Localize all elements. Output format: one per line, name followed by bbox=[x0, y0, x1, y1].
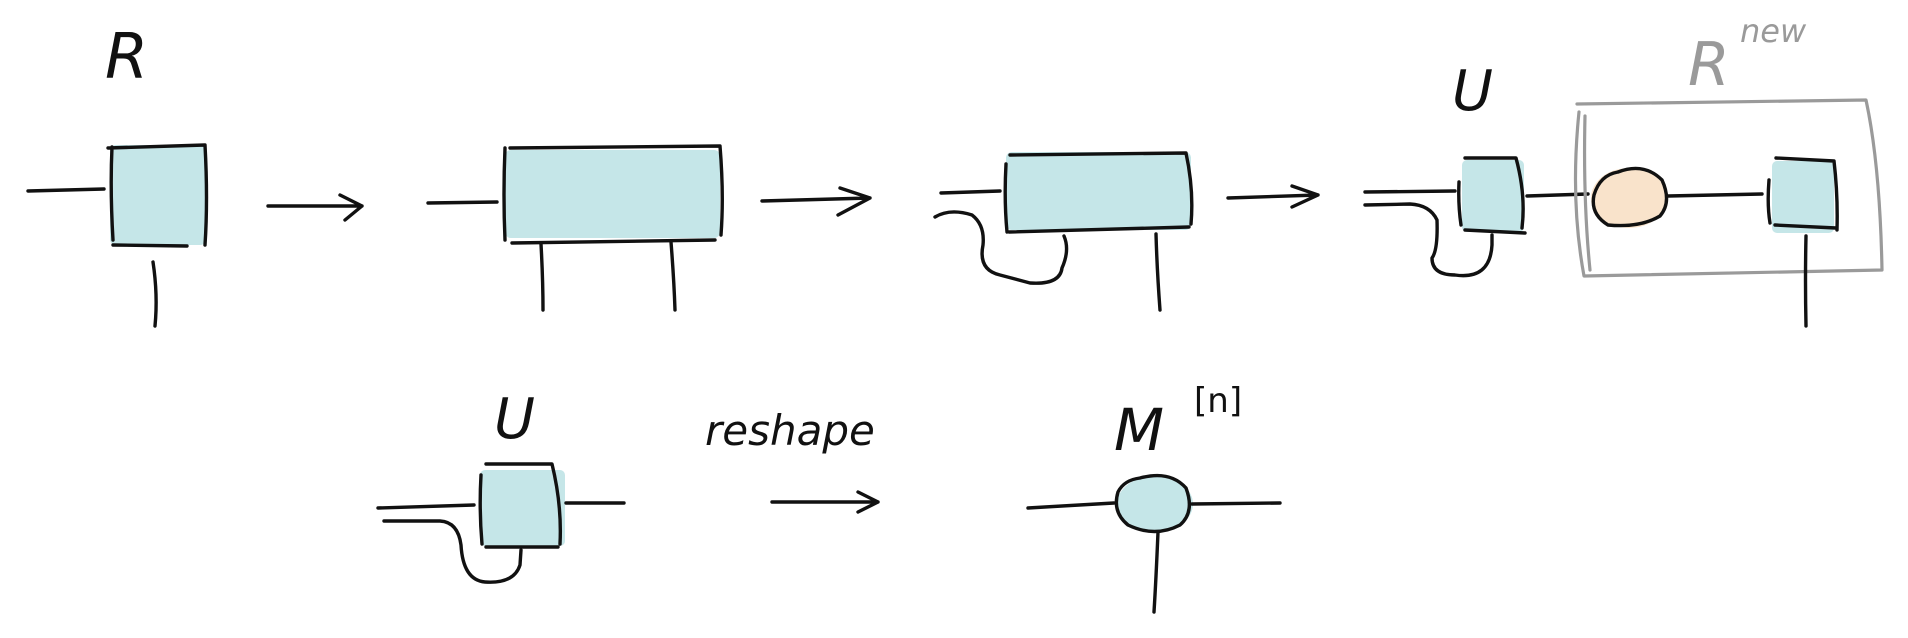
group-r-new-box-inner bbox=[1582, 114, 1592, 272]
singular-values-node bbox=[1591, 168, 1667, 228]
group-r-new-box bbox=[1573, 98, 1884, 278]
tensor-loop bbox=[1006, 152, 1191, 230]
tensor-wide-bottom-leg-1 bbox=[539, 242, 545, 312]
tensor-u-bottom bbox=[480, 470, 565, 546]
tensor-wide-bottom-leg-2 bbox=[669, 240, 677, 312]
label-reshape: reshape bbox=[705, 406, 875, 455]
tensor-r-outline bbox=[106, 143, 209, 248]
label-u-bottom: U bbox=[494, 387, 535, 452]
arrow-3 bbox=[1226, 184, 1320, 209]
tensor-v-outline bbox=[1766, 156, 1839, 232]
tensor-u-bottom-left-leg-2 bbox=[382, 519, 523, 584]
tensor-v bbox=[1772, 161, 1834, 233]
stage-u-rnew: U R new bbox=[1363, 12, 1884, 328]
tensor-wide bbox=[505, 150, 720, 238]
arrow-1 bbox=[266, 193, 364, 222]
label-r-new-base: R bbox=[1688, 30, 1730, 100]
singular-to-tensor-link bbox=[1666, 192, 1764, 198]
label-m-base: M bbox=[1114, 396, 1164, 464]
stage-loop bbox=[933, 151, 1194, 312]
tensor-r bbox=[110, 145, 206, 245]
tensor-wide-outline bbox=[502, 144, 724, 245]
stage-reshape: U reshape M [n] bbox=[376, 381, 1282, 614]
tensor-u-bottom-outline bbox=[478, 462, 562, 549]
tensor-r-left-leg bbox=[26, 187, 106, 193]
tensor-u-right-leg bbox=[1525, 192, 1590, 198]
tensor-loop-left-leg-2 bbox=[933, 210, 1069, 285]
group-r-new: R new bbox=[1573, 12, 1884, 278]
tensor-m-right-leg bbox=[1190, 501, 1282, 506]
tensor-m-bottom-leg bbox=[1152, 530, 1160, 614]
tensor-loop-left-leg-1 bbox=[939, 189, 1002, 195]
tensor-u-bottom-left-leg-1 bbox=[376, 503, 476, 510]
tensor-m-left-leg bbox=[1026, 501, 1116, 510]
tensor-m-node bbox=[1117, 476, 1193, 532]
tensor-u-outline bbox=[1457, 156, 1527, 235]
arrow-2 bbox=[760, 186, 872, 217]
label-r-new-sup: new bbox=[1740, 12, 1807, 50]
arrow-reshape bbox=[770, 490, 880, 514]
tensor-loop-bottom-leg bbox=[1154, 232, 1162, 312]
stage-r: R bbox=[26, 20, 209, 328]
tensor-wide-left-leg bbox=[426, 200, 499, 205]
label-u-top: U bbox=[1452, 59, 1493, 124]
tensor-loop-outline bbox=[1003, 151, 1194, 234]
tensor-u-left-leg-1 bbox=[1363, 189, 1457, 194]
tensor-v-bottom-leg bbox=[1803, 234, 1808, 328]
tensor-u bbox=[1462, 160, 1524, 232]
tensor-m-outline bbox=[1114, 473, 1192, 534]
label-r: R bbox=[105, 20, 148, 93]
tensor-u-left-leg-2 bbox=[1363, 202, 1494, 278]
stage-wide bbox=[426, 144, 724, 312]
singular-values-outline bbox=[1591, 166, 1669, 228]
label-m-sup: [n] bbox=[1194, 381, 1242, 421]
tensor-r-bottom-leg bbox=[151, 260, 158, 328]
